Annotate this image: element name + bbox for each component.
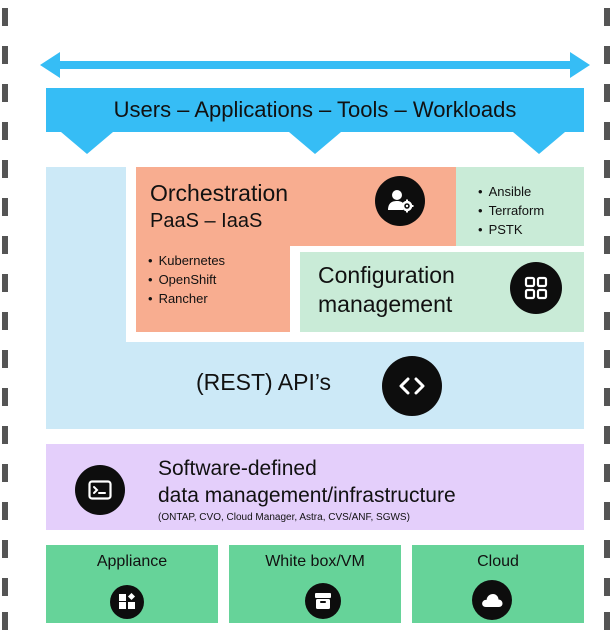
- appliance-label: Appliance: [96, 553, 168, 570]
- orchestration-list: Kubernetes OpenShift Rancher: [148, 251, 226, 308]
- list-item: Ansible: [478, 182, 544, 201]
- configuration-title-line1: Configuration: [318, 262, 455, 288]
- list-item: Rancher: [148, 289, 225, 308]
- cloud-box: Cloud: [412, 545, 584, 623]
- appliance-box: Appliance: [46, 545, 218, 623]
- configuration-list: Ansible Terraform PSTK: [478, 182, 545, 239]
- white-box-vm-label: White box/VM: [265, 553, 365, 570]
- software-products: (ONTAP, CVO, Cloud Manager, Astra, CVS/A…: [158, 512, 410, 523]
- software-line2: data management/infrastructure: [158, 484, 456, 507]
- list-item: PSTK: [478, 220, 544, 239]
- white-box-vm-box: White box/VM: [229, 545, 401, 623]
- list-item: Terraform: [478, 201, 545, 220]
- code-brackets-icon: [382, 356, 442, 416]
- archive-box-icon: [305, 583, 341, 619]
- grid-icon: [510, 262, 562, 314]
- terminal-icon: [75, 465, 125, 515]
- configuration-title-line2: management: [318, 291, 453, 317]
- cloud-icon: [472, 580, 512, 620]
- orchestration-title: Orchestration: [150, 180, 289, 206]
- cloud-label: Cloud: [477, 553, 519, 570]
- double-headed-arrow: [40, 52, 590, 78]
- users-banner: [46, 88, 584, 154]
- banner-text: Users – Applications – Tools – Workloads: [113, 97, 517, 122]
- user-gear-icon: [375, 176, 425, 226]
- software-defined-box: [46, 444, 584, 530]
- orchestration-subtitle: PaaS – IaaS: [150, 210, 263, 232]
- list-item: Kubernetes: [148, 251, 226, 270]
- appliance-icon: [110, 585, 144, 619]
- list-item: OpenShift: [148, 270, 225, 289]
- api-label: (REST) API’s: [196, 369, 332, 395]
- software-line1: Software-defined: [158, 457, 317, 480]
